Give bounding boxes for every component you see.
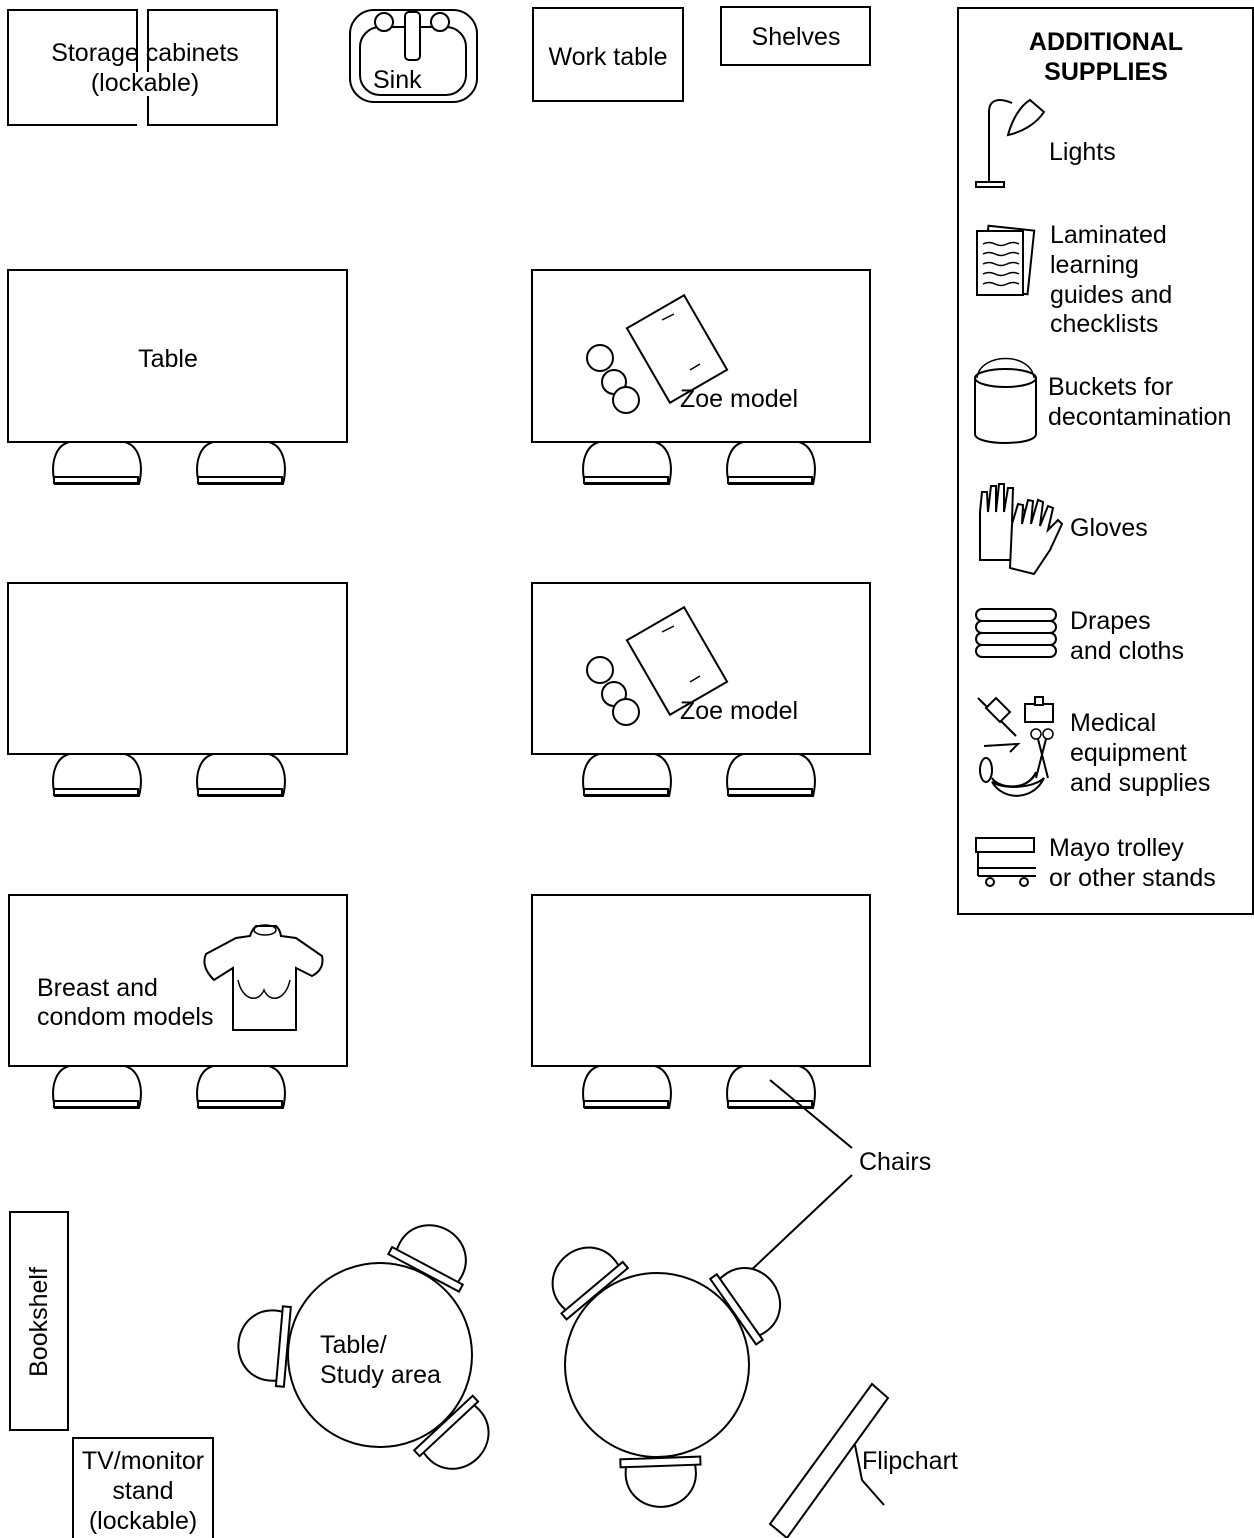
chair xyxy=(726,1065,816,1109)
supply-label-gloves: Gloves xyxy=(1070,514,1148,542)
shelves-label: Shelves xyxy=(752,23,841,51)
table-3 xyxy=(7,582,348,797)
supply-label-trolley-2: or other stands xyxy=(1049,864,1216,892)
table-1: Table xyxy=(7,269,348,485)
chair xyxy=(196,1065,286,1109)
supplies-title-2: SUPPLIES xyxy=(1044,58,1168,86)
sink-faucet xyxy=(404,11,421,61)
supply-label-laminated-1: Laminated xyxy=(1050,221,1167,249)
mayo-trolley-icon xyxy=(975,837,1036,887)
sink-label: Sink xyxy=(373,66,422,94)
supply-label-laminated-2: learning xyxy=(1050,251,1139,279)
tv-stand-label-2: stand xyxy=(112,1477,173,1505)
tv-stand-label-1: TV/monitor xyxy=(82,1447,204,1475)
supply-label-buckets-1: Buckets for xyxy=(1048,373,1173,401)
supply-label-lights: Lights xyxy=(1049,138,1116,166)
breast-condom-label-2: condom models xyxy=(37,1003,213,1031)
table-4: Zoe model xyxy=(531,582,871,797)
chair xyxy=(196,753,286,797)
supply-label-medical-1: Medical xyxy=(1070,709,1156,737)
supply-label-trolley-1: Mayo trolley xyxy=(1049,834,1184,862)
storage-cabinets-label-1: Storage cabinets xyxy=(51,39,239,67)
sink: Sink xyxy=(349,9,478,103)
tv-monitor-stand: TV/monitor stand (lockable) xyxy=(72,1437,214,1538)
study-table-label-2: Study area xyxy=(320,1361,441,1389)
study-table-left: Table/ Study area xyxy=(234,1209,508,1488)
work-table-label: Work table xyxy=(548,43,667,71)
table-label: Table xyxy=(138,345,198,373)
chair xyxy=(582,1065,672,1109)
chair xyxy=(52,753,142,797)
lamp-icon xyxy=(975,98,1046,188)
table-2: Zoe model xyxy=(531,269,871,485)
flipchart: Flipchart xyxy=(768,1382,958,1538)
supply-label-medical-2: equipment xyxy=(1070,739,1187,767)
chair xyxy=(726,753,816,797)
chair xyxy=(234,1301,292,1388)
chair xyxy=(619,1455,703,1510)
bookshelf: Bookshelf xyxy=(9,1211,69,1431)
breast-model-icon xyxy=(203,924,324,1031)
table-5: Breast and condom models xyxy=(8,894,348,1109)
supply-label-drapes-2: and cloths xyxy=(1070,637,1184,665)
tv-stand-label-3: (lockable) xyxy=(89,1507,197,1535)
storage-cabinets: Storage cabinets (lockable) xyxy=(7,9,278,126)
chair xyxy=(582,441,672,485)
storage-cabinets-label-2: (lockable) xyxy=(91,69,199,97)
chair xyxy=(726,441,816,485)
supply-label-buckets-2: decontamination xyxy=(1048,403,1231,431)
supply-label-drapes-1: Drapes xyxy=(1070,607,1151,635)
chair xyxy=(52,441,142,485)
bookshelf-label: Bookshelf xyxy=(25,1267,53,1377)
chairs-callout: Chairs xyxy=(727,1079,931,1293)
sink-tap-left xyxy=(374,12,394,32)
laminated-guides-icon xyxy=(976,224,1036,296)
work-table: Work table xyxy=(532,7,684,102)
table-6 xyxy=(531,894,871,1109)
supplies-legend: ADDITIONAL SUPPLIES Lights Laminated lea… xyxy=(957,7,1254,915)
gloves-icon xyxy=(979,483,1064,576)
flipchart-label: Flipchart xyxy=(862,1447,958,1475)
breast-condom-label-1: Breast and xyxy=(37,974,158,1002)
supply-label-laminated-3: guides and xyxy=(1050,281,1172,309)
supply-label-medical-3: and supplies xyxy=(1070,769,1210,797)
zoe-model-label: Zoe model xyxy=(680,385,798,413)
chair xyxy=(196,441,286,485)
supplies-title-1: ADDITIONAL xyxy=(1029,28,1183,56)
bucket-icon xyxy=(974,357,1037,444)
supply-label-laminated-4: checklists xyxy=(1050,310,1158,338)
shelves: Shelves xyxy=(720,6,871,66)
study-table-right xyxy=(534,1229,798,1510)
sink-tap-right xyxy=(430,12,450,32)
chair xyxy=(52,1065,142,1109)
medical-equipment-icon xyxy=(977,696,1054,797)
chair xyxy=(582,753,672,797)
chairs-label: Chairs xyxy=(859,1148,931,1176)
zoe-model-label: Zoe model xyxy=(680,697,798,725)
study-table-label-1: Table/ xyxy=(320,1331,387,1359)
drapes-icon xyxy=(975,608,1057,658)
